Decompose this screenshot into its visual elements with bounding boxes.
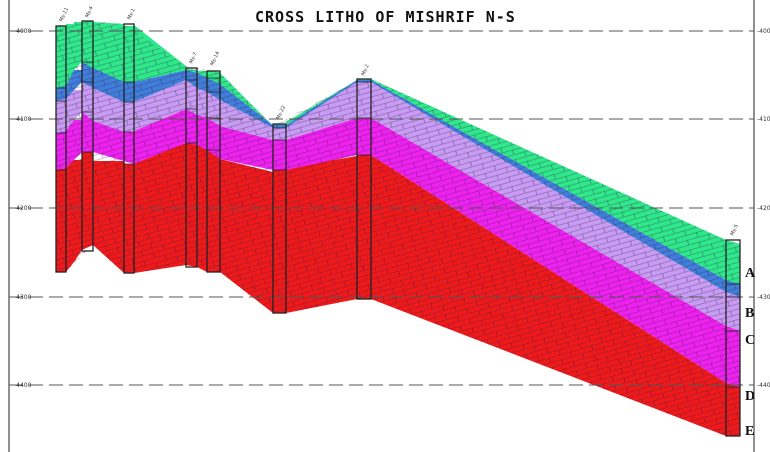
depth-tick-label: -4400 bbox=[757, 382, 770, 389]
well-label: Ms-1 bbox=[126, 8, 136, 21]
well-bore bbox=[81, 20, 94, 252]
well-bore bbox=[356, 78, 372, 300]
well-label: Ms-14 bbox=[209, 51, 221, 67]
zone-label-b: B bbox=[745, 306, 754, 321]
zone-label-e: E bbox=[745, 424, 754, 439]
well-bores bbox=[55, 20, 741, 437]
well-label: Ms-4 bbox=[84, 6, 94, 19]
zone-label-d: D bbox=[745, 389, 755, 404]
depth-axis-left: -4000 -4100 -4200 -4300 -4400 bbox=[14, 28, 32, 389]
well-bore bbox=[272, 123, 287, 314]
zone-label-c: C bbox=[745, 333, 755, 348]
lithology-texture bbox=[56, 21, 740, 436]
well-label: Ms-2 bbox=[360, 64, 370, 77]
depth-tick-label: -4200 bbox=[14, 205, 32, 212]
depth-guides bbox=[9, 30, 754, 386]
depth-axis-right: -4000 -4100 -4200 -4300 -4400 bbox=[757, 28, 770, 389]
depth-tick-label: -4300 bbox=[14, 294, 32, 301]
depth-tick-label: -4000 bbox=[14, 28, 32, 35]
depth-tick-label: -4300 bbox=[757, 294, 770, 301]
well-bore bbox=[55, 25, 67, 273]
diagram-title: CROSS LITHO OF MISHRIF N-S bbox=[255, 8, 516, 26]
depth-tick-label: -4100 bbox=[14, 116, 32, 123]
well-bore bbox=[185, 67, 198, 268]
zone-label-a: A bbox=[745, 266, 756, 281]
well-bore bbox=[123, 23, 135, 274]
depth-tick-label: -4000 bbox=[757, 28, 770, 35]
well-labels: Ms-11 Ms-4 Ms-1 Ms-7 Ms-14 Ms-22 Ms-2 Ms… bbox=[58, 6, 739, 237]
well-bore bbox=[725, 239, 741, 437]
well-label: Ms-22 bbox=[275, 105, 287, 121]
well-label: Ms-11 bbox=[58, 7, 70, 23]
depth-tick-label: -4100 bbox=[757, 116, 770, 123]
depth-tick-label: -4200 bbox=[757, 205, 770, 212]
depth-tick-label: -4400 bbox=[14, 382, 32, 389]
well-label: Ms-7 bbox=[188, 52, 198, 65]
well-label: Ms-5 bbox=[729, 224, 739, 237]
zone-labels: A B C D E bbox=[745, 266, 756, 439]
well-bore bbox=[206, 70, 221, 273]
